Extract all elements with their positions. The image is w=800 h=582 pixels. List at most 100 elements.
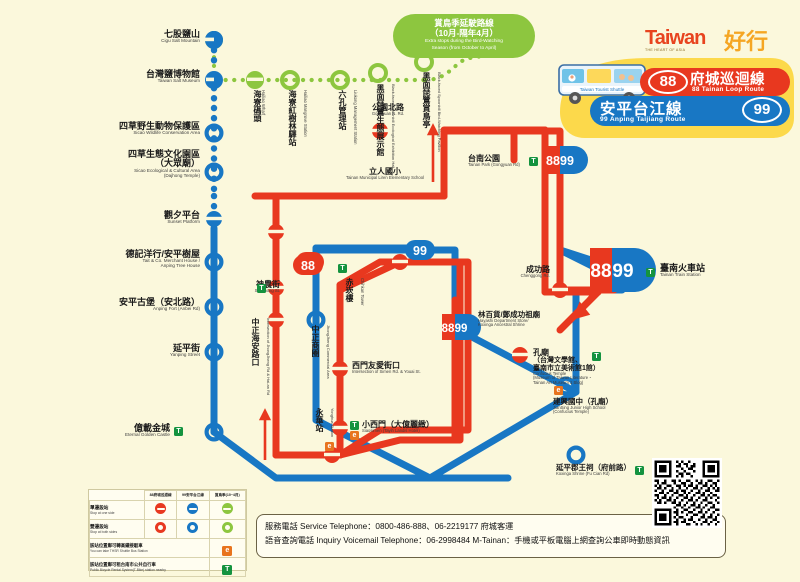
route-99-number: 99 [742, 97, 782, 123]
green-stop-en-0: Hailiao Wharf [261, 90, 266, 116]
red-stop-markers [268, 123, 568, 463]
pill-center-88: 88 [293, 255, 323, 275]
green-stop-zh-0: 海寮碼頭 [253, 90, 262, 122]
bird-banner-line3b: Season (from October to April) [431, 46, 497, 52]
stop-zh-jhongjheng-commercial: 中正商圈 [311, 325, 320, 357]
brand-cn-text: 好行 [724, 29, 769, 54]
stop-zh-jhongjheng-haian: 中正海安路口 [251, 318, 260, 366]
svg-text:99: 99 [612, 261, 633, 282]
green-bird-route [211, 37, 428, 83]
green-stop-en-4: Black-faced Spoonbill Bird-Watching Pavi… [437, 72, 442, 152]
stop-label-jhongjheng-haian: 中正海安路口 [246, 318, 264, 366]
legend-note-row-1: 該站位置鄰可租台南市公共自行車 Public Bicycle Rental Sy… [89, 557, 247, 577]
green-stop-zh-4: 黑面琵鷺賞鳥亭 [422, 72, 431, 128]
contact-line-1: 服務電話 Service Telephone：0800-486-888、06-2… [265, 522, 514, 531]
green-stop-en-1-wrap: Hailiao Mangrove Station [296, 90, 314, 137]
legend-header-1: 99安平台江線 [176, 490, 210, 501]
svg-text:99: 99 [413, 244, 427, 258]
route-99-zh-label: 安平台江線 [600, 101, 683, 118]
green-stop-en-3-wrap: Black-faced Spoonbill Ecological Exhibit… [384, 84, 402, 168]
green-stop-en-1: Hailiao Mangrove Station [303, 90, 308, 137]
route-99-en-label: 99 Anping Taijiang Route [600, 116, 686, 123]
legend-note-text-1: 該站位置鄰可租台南市公共自行車 Public Bicycle Rental Sy… [89, 557, 210, 577]
legend-table: 88府城巡迴線 99安平台江線 賞鳥季(10~4月) 單邊設站 Stop at … [89, 490, 247, 577]
route-88-number: 88 [648, 70, 688, 94]
stop-zh-yonghua-station: 永華站 [315, 408, 324, 432]
legend-note-icon-1: T [208, 557, 247, 577]
stop-en-wrap-chihkan-tower: Chihkan Tower [353, 278, 371, 306]
legend-row-both-sides: 雙邊設站 Stop at both sides [89, 519, 247, 539]
stop-en-jhongjheng-haian: Intersection of JhongJheng Rd & Hai-an R… [266, 318, 271, 396]
green-stop-en-3: Black-faced Spoonbill Ecological Exhibit… [391, 84, 396, 169]
bike-icon: e [222, 546, 233, 556]
green-stop-label-3: 黑面琵鷺生態展示館 [371, 84, 389, 156]
t-bike-icon-confucius-temple: T [592, 352, 601, 361]
bird-banner-line2: （10月-隔年4月） [429, 28, 498, 38]
green-stop-en-4-wrap: Black-faced Spoonbill Bird-Watching Pavi… [430, 72, 448, 152]
green-stop-label-4: 黑面琵鷺賞鳥亭 [417, 72, 435, 128]
contact-box: 服務電話 Service Telephone：0800-486-888、06-2… [256, 514, 726, 558]
pill-center-99: 99 [405, 240, 435, 260]
legend-sym-red-open [143, 519, 178, 539]
bird-banner-line1: 賞鳥季延駛路線 [434, 18, 494, 28]
legend-box: 88府城巡迴線 99安平台江線 賞鳥季(10~4月) 單邊設站 Stop at … [88, 489, 247, 577]
legend-header-0: 88府城巡迴線 [143, 490, 178, 501]
legend-note-text-0: 該站位置鄰可轉高鐵接駁車 You can take THSR Shuttle B… [89, 538, 210, 558]
stop-label-chihkan-tower: 赤崁樓 [340, 278, 358, 302]
green-stop-en-2-wrap: Liukong Management Station [346, 90, 364, 144]
t-bike-icon-siaosimen: T [350, 421, 359, 430]
legend-row-en-1: Stop at both sides [90, 530, 118, 534]
svg-text:99: 99 [455, 323, 468, 335]
route-88-en-label: 88 Tainan Loop Route [692, 86, 765, 93]
legend-row-label-0: 單邊設站 Stop at one side [89, 500, 145, 520]
legend-sym-blue-open [176, 519, 210, 539]
bird-season-banner: 賞鳥季延駛路線 （10月-隔年4月） Extra stops during th… [393, 14, 535, 58]
legend-row-en-0: Stop at one side [90, 511, 115, 515]
legend-note-row-0: 該站位置鄰可轉高鐵接駁車 You can take THSR Shuttle B… [89, 538, 247, 558]
legend-note-icon-0: e [208, 538, 247, 558]
t-bike-icon-tainan-train-station: T [646, 268, 655, 277]
taiwan-brand-logo: Taiwan THE HEART OF ASIA [645, 27, 706, 52]
t-bike-icon-koxinga-shrine: T [635, 466, 644, 475]
green-stop-zh-2: 六孔管理站 [338, 90, 347, 130]
red-route-main [272, 127, 618, 459]
legend-note-zh-1: 該站位置鄰可租台南市公共自行車 [90, 562, 156, 567]
svg-text:88: 88 [590, 261, 611, 282]
svg-text:99: 99 [560, 154, 574, 168]
legend-note-en-1: Public Bicycle Rental System(T-Bike) sta… [90, 568, 166, 572]
t-bike-icon-tainan-park: T [529, 157, 538, 166]
legend-note-en-0: You can take THSR Shuttle Bus Station [90, 549, 148, 553]
stop-label-yonghua-station: 永華站 [310, 408, 328, 432]
t-bike-icon: T [222, 565, 233, 575]
green-stop-label-1: 海寮紅樹林驛站 [283, 90, 301, 146]
bike-icon-jiansing-junior-high: e [554, 386, 563, 395]
legend-note-zh-0: 該站位置鄰可轉高鐵接駁車 [90, 543, 143, 548]
brand-sub-text: THE HEART OF ASIA [645, 48, 686, 52]
green-stop-label-0: 海寮碼頭 [248, 90, 266, 122]
stop-en-yonghua-station: Yonghua Station [330, 408, 335, 438]
bike-icon-yonghua-station: e [325, 442, 334, 451]
legend-header-row: 88府城巡迴線 99安平台江線 賞鳥季(10~4月) [89, 490, 247, 501]
legend-row-zh-1: 雙邊設站 [90, 524, 109, 529]
blue-stop-markers [204, 31, 586, 465]
legend-row-label-1: 雙邊設站 Stop at both sides [89, 519, 145, 539]
contact-line-2: 語音查詢電話 Inquiry Voicemail Telephone：06-29… [265, 536, 670, 545]
qr-code[interactable] [652, 458, 722, 528]
route-88-zh-label: 府城巡迴線 [690, 72, 765, 88]
svg-text:88: 88 [546, 154, 560, 168]
legend-sym-blue-filled [176, 500, 210, 520]
legend-header-2: 賞鳥季(10~4月) [208, 490, 247, 501]
bus-illustration: Taiwan Tourist Shuttle [558, 64, 646, 104]
green-stop-en-2: Liukong Management Station [353, 90, 358, 145]
brand-main-text: Taiwan [645, 27, 706, 49]
legend-corner [89, 490, 145, 501]
stop-en-jhongjheng-commercial: JhongJheng Commercial Area [326, 325, 331, 379]
stop-en-wrap-jhongjheng-haian: Intersection of JhongJheng Rd & Hai-an R… [259, 318, 277, 395]
bird-banner-line3a: Extra stops during the Bird-Watching [425, 39, 503, 44]
green-stop-zh-1: 海寮紅樹林驛站 [288, 90, 297, 146]
stop-en-chihkan-tower: Chihkan Tower [360, 278, 365, 306]
bike-icon-siaosimen: e [350, 431, 359, 440]
legend-row-zh-0: 單邊設站 [90, 505, 109, 510]
stop-en-wrap-jhongjheng-commercial: JhongJheng Commercial Area [319, 325, 337, 379]
pill-tainan-park: 88 99 [546, 146, 588, 174]
